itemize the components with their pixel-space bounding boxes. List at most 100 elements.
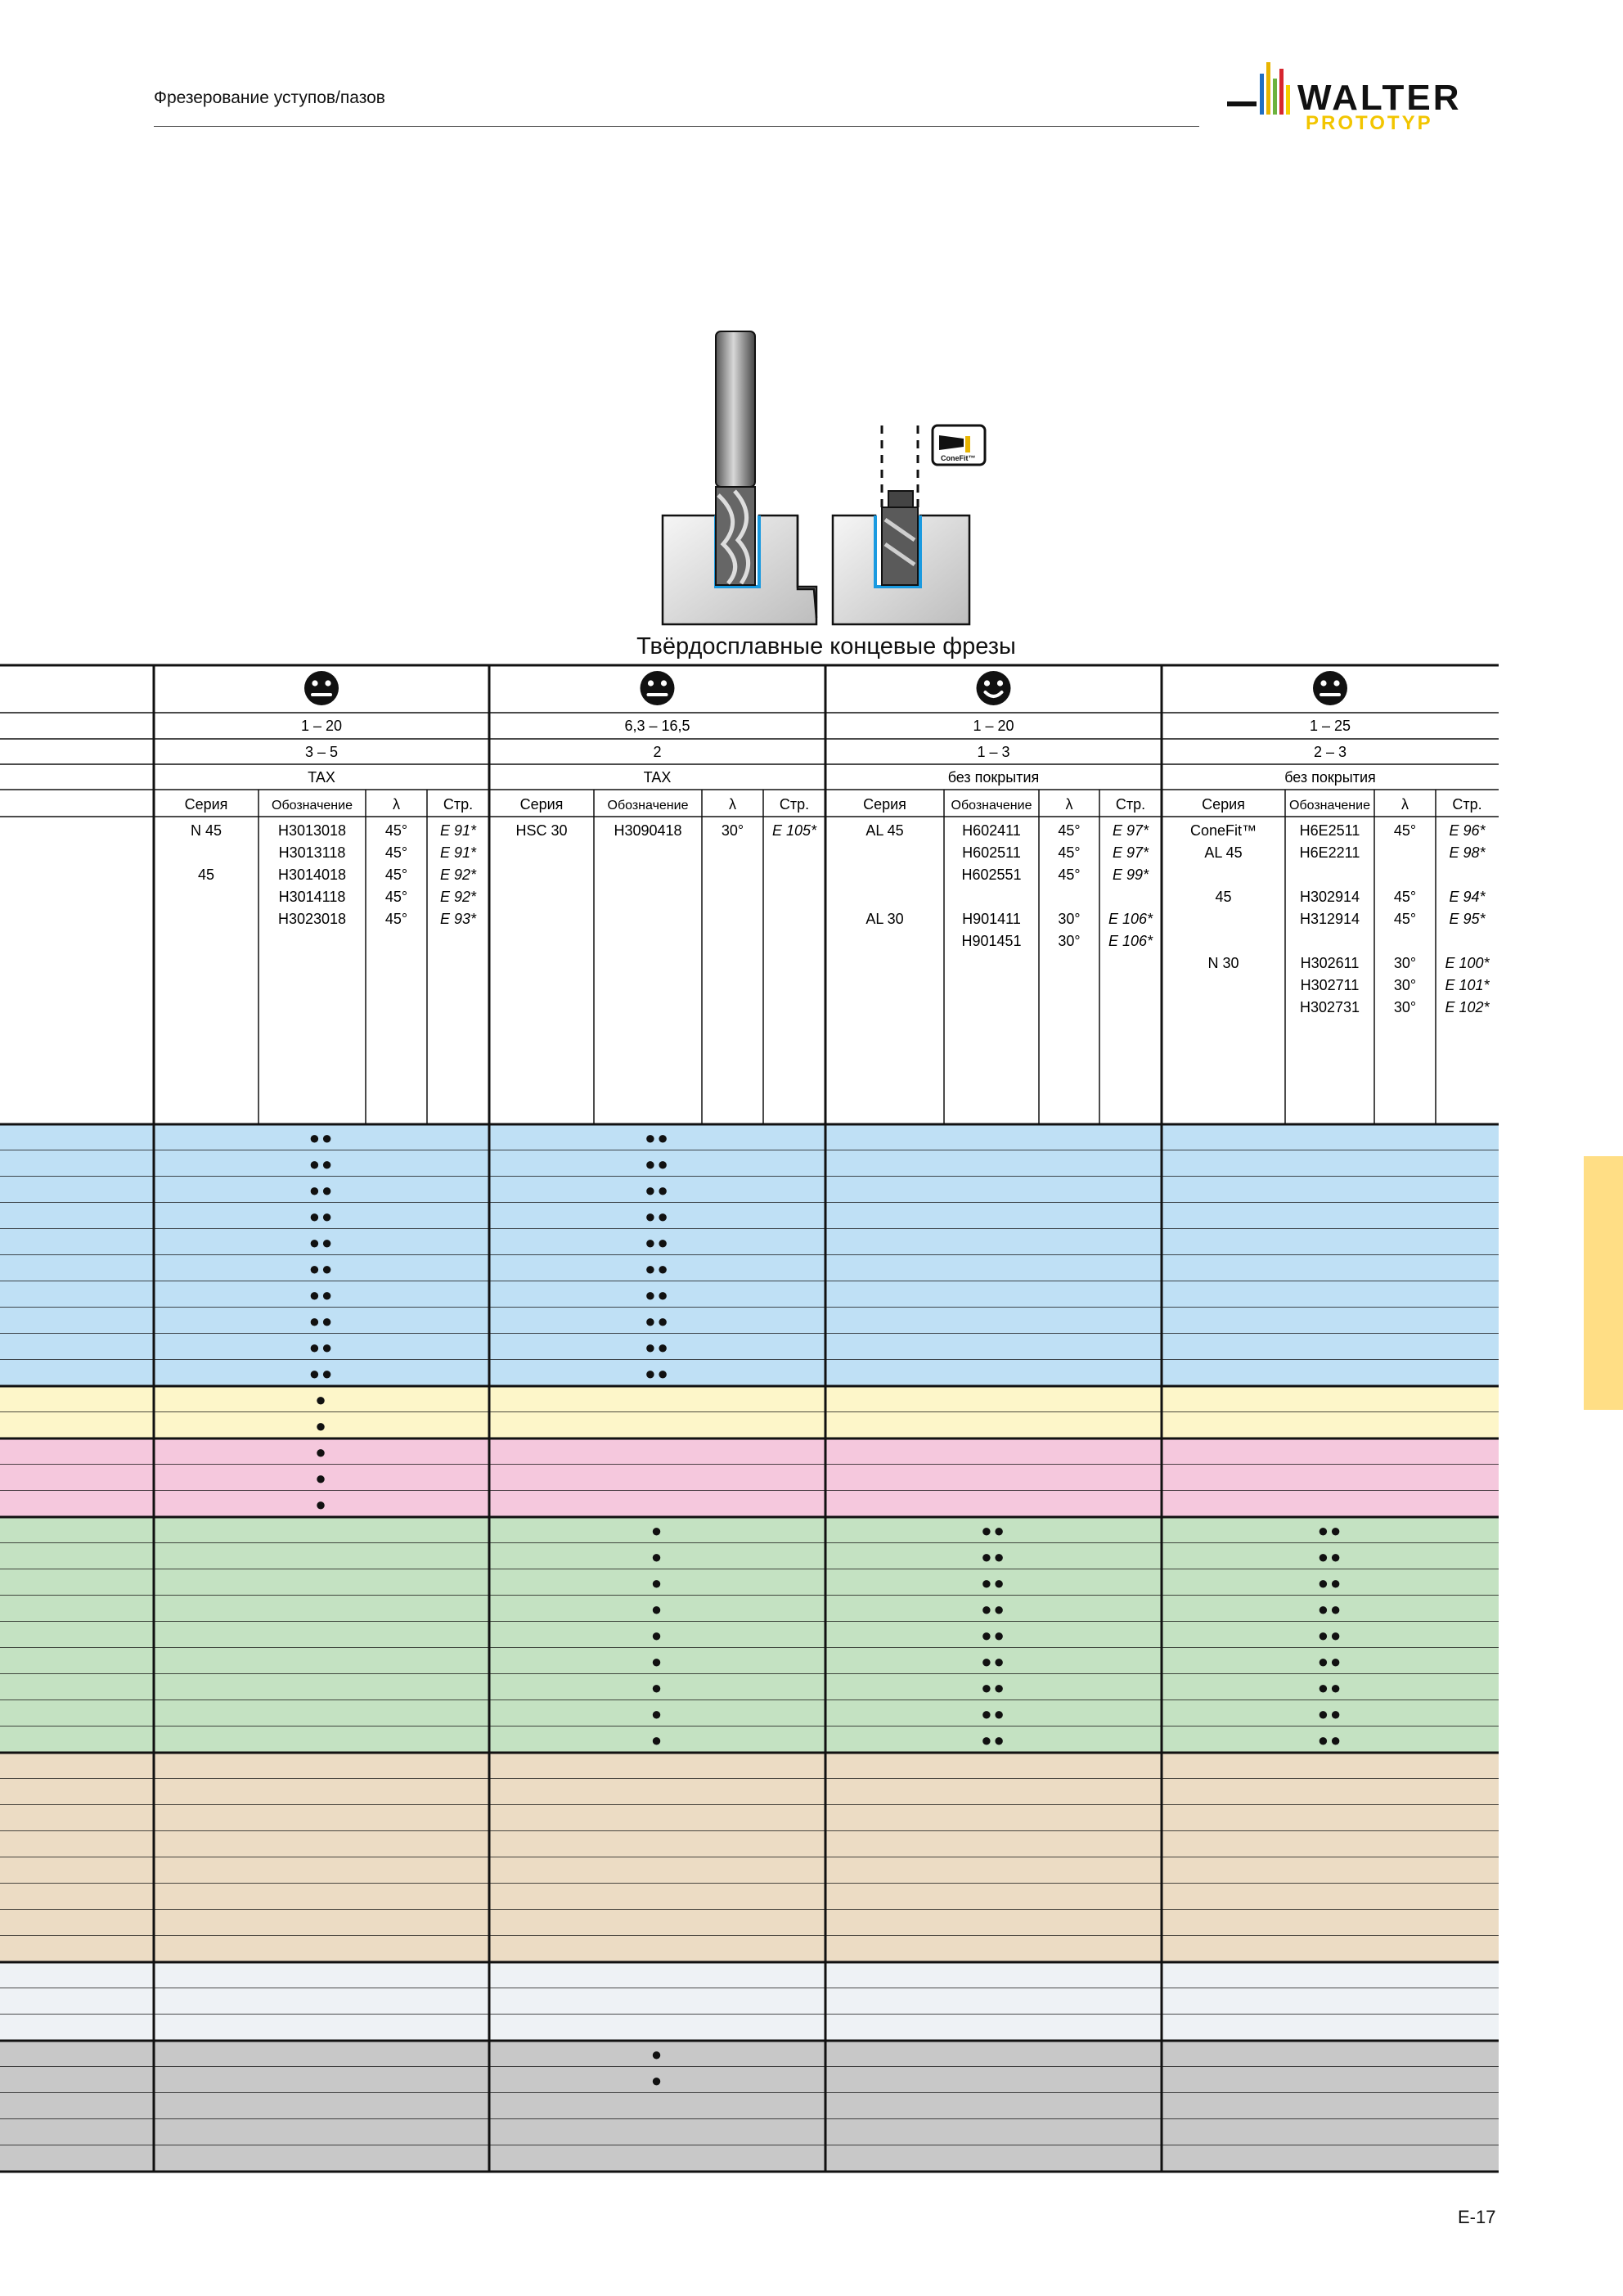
designation-cell: H602511 — [962, 844, 1021, 861]
material-row — [0, 1700, 1499, 1727]
suitability-mark: ● — [651, 2044, 663, 2064]
logo-text-bottom: PROTOTYP — [1306, 112, 1433, 133]
suitability-mark: ● — [315, 1442, 327, 1462]
series-cell: N 45 — [191, 822, 222, 839]
designation-cell: H602411 — [962, 822, 1021, 839]
suitability-mark: ●● — [981, 1651, 1006, 1672]
neutral-face-icon — [640, 671, 675, 705]
suitability-mark: ●● — [1318, 1730, 1343, 1750]
page-ref-cell: E 97* — [1113, 822, 1149, 839]
designation-cell: H901411 — [962, 911, 1021, 927]
suitability-mark: ●● — [645, 1258, 670, 1279]
suitability-mark: ●● — [645, 1285, 670, 1305]
neutral-face-icon — [1313, 671, 1347, 705]
series-cell: 45 — [198, 867, 214, 883]
suitability-mark: ●● — [1318, 1625, 1343, 1645]
material-row — [0, 1465, 1499, 1491]
material-row — [0, 1334, 1499, 1360]
suitability-mark: ●● — [309, 1258, 335, 1279]
material-row — [0, 1988, 1499, 2015]
designation-cell: H6E2511 — [1300, 822, 1360, 839]
sub-header: Обозначение — [951, 799, 1032, 813]
page-ref-cell: E 91* — [440, 822, 477, 839]
suitability-mark: ●● — [1318, 1677, 1343, 1698]
suitability-mark: ●● — [981, 1730, 1006, 1750]
material-row — [0, 1124, 1499, 1150]
material-row — [0, 1308, 1499, 1334]
material-row — [0, 1491, 1499, 1517]
suitability-mark: ●● — [645, 1180, 670, 1200]
suitability-mark: ●● — [309, 1337, 335, 1357]
helix-angle-cell: 30° — [1394, 977, 1416, 993]
flute-count: 3 – 5 — [305, 744, 338, 760]
helix-angle-cell: 45° — [385, 822, 407, 839]
suitability-mark: ●● — [981, 1599, 1006, 1619]
material-row — [0, 2067, 1499, 2093]
end-mill-illustration: ConeFit™ — [654, 323, 998, 638]
material-row — [0, 1936, 1499, 1962]
suitability-mark: ● — [651, 1520, 663, 1541]
page-ref-cell: E 92* — [440, 889, 477, 905]
material-row — [0, 1831, 1499, 1857]
helix-angle-cell: 30° — [1394, 999, 1416, 1015]
suitability-mark: ●● — [981, 1625, 1006, 1645]
designation-cell: H901451 — [961, 933, 1021, 949]
material-row — [0, 1727, 1499, 1753]
material-row — [0, 1255, 1499, 1281]
suitability-mark: ●● — [1318, 1704, 1343, 1724]
material-row — [0, 1962, 1499, 1988]
suitability-mark: ●● — [309, 1311, 335, 1331]
flute-count: 2 — [653, 744, 661, 760]
material-row — [0, 1150, 1499, 1177]
series-cell: ConeFit™ — [1190, 822, 1257, 839]
sub-header: Обозначение — [1289, 799, 1370, 813]
designation-cell: H3014018 — [278, 867, 346, 883]
suitability-mark: ●● — [981, 1704, 1006, 1724]
designation-cell: H302611 — [1301, 955, 1360, 971]
sub-header: λ — [1401, 796, 1409, 813]
suitability-mark: ●● — [645, 1363, 670, 1384]
suitability-mark: ●● — [309, 1180, 335, 1200]
sub-header: Серия — [1202, 796, 1245, 813]
suitability-mark: ●● — [981, 1677, 1006, 1698]
designation-cell: H312914 — [1300, 911, 1360, 927]
suitability-mark: ●● — [309, 1232, 335, 1253]
suitability-mark: ●● — [309, 1285, 335, 1305]
suitability-mark: ●● — [1318, 1599, 1343, 1619]
suitability-mark: ● — [651, 1546, 663, 1567]
sub-header: Обозначение — [608, 799, 689, 813]
suitability-mark: ● — [315, 1416, 327, 1436]
logo-text-top: WALTER — [1297, 78, 1462, 118]
material-row — [0, 1596, 1499, 1622]
material-row — [0, 1543, 1499, 1569]
sub-header: Серия — [185, 796, 228, 813]
walter-prototyp-logo: WALTER PROTOTYP — [1227, 59, 1505, 137]
material-row — [0, 1648, 1499, 1674]
sub-header: Стр. — [780, 796, 809, 813]
page-ref-cell: E 106* — [1108, 933, 1153, 949]
suitability-mark: ●● — [1318, 1651, 1343, 1672]
material-row — [0, 2093, 1499, 2119]
helix-angle-cell: 45° — [385, 911, 407, 927]
material-row — [0, 2015, 1499, 2041]
series-cell: AL 45 — [865, 822, 903, 839]
material-row — [0, 1753, 1499, 1779]
sub-header: λ — [393, 796, 400, 813]
suitability-mark: ●● — [981, 1573, 1006, 1593]
material-row — [0, 1177, 1499, 1203]
table-title: Твёрдосплавные концевые фрезы — [636, 633, 1016, 660]
diameter-range: 6,3 – 16,5 — [624, 718, 690, 734]
sub-header: Серия — [863, 796, 906, 813]
page-ref-cell: E 94* — [1449, 889, 1486, 905]
sub-header: λ — [729, 796, 736, 813]
series-cell: N 30 — [1207, 955, 1239, 971]
page-header-title: Фрезерование уступов/пазов — [154, 88, 385, 107]
flute-count: 1 – 3 — [977, 744, 1009, 760]
helix-angle-cell: 30° — [722, 822, 744, 839]
series-cell: AL 45 — [1204, 844, 1242, 861]
material-row — [0, 2119, 1499, 2145]
suitability-mark: ●● — [645, 1154, 670, 1174]
designation-cell: H302711 — [1301, 977, 1360, 993]
suitability-mark: ● — [315, 1494, 327, 1515]
material-row — [0, 1281, 1499, 1308]
